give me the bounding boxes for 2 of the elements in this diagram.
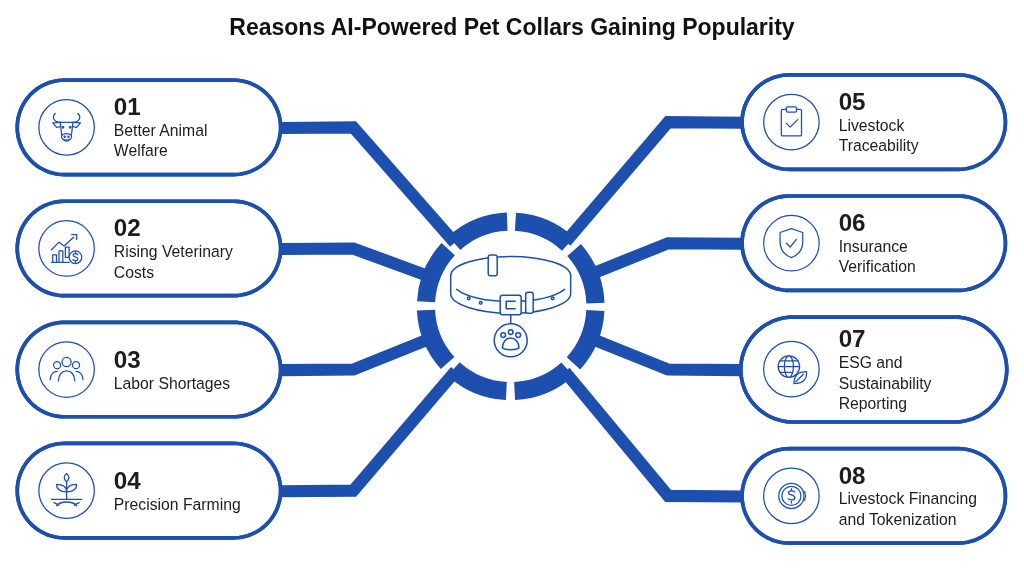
node-circle (416, 212, 605, 401)
title: Reasons AI-Powered Pet Collars Gaining Popularity (229, 14, 795, 41)
